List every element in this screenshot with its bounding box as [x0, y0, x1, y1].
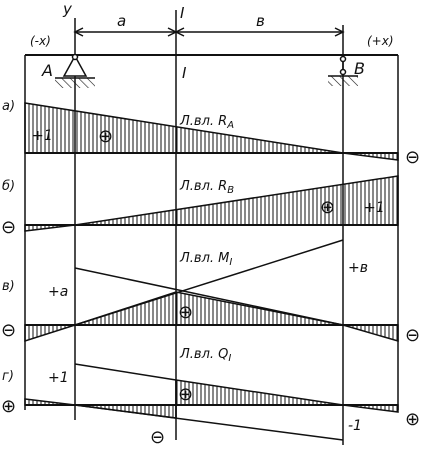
area-rb-negative — [24, 224, 76, 232]
title-mi-sub: I — [229, 257, 232, 268]
panel-label-b: б) — [2, 179, 15, 194]
value-qi-left: +1 — [48, 370, 69, 386]
qi-lower-line — [74, 404, 344, 441]
area-rb-positive — [74, 175, 399, 226]
mi-left-line — [74, 267, 344, 326]
dim-arrow-1 — [73, 27, 84, 37]
beam-scheme — [24, 10, 399, 445]
sign-qi-right: ⊕ — [405, 409, 420, 430]
qi-upper-line — [74, 363, 177, 381]
y-axis-label: y — [62, 0, 73, 18]
sign-mi-left: ⊖ — [1, 320, 16, 341]
value-qi-right: -1 — [348, 418, 362, 434]
title-ra-main: Л.вл. R — [179, 114, 227, 129]
header-labels: y a в I I (-x) (+x) A B — [30, 0, 394, 82]
sign-mi-right: ⊖ — [405, 325, 420, 346]
area-mi-neg-right — [342, 324, 399, 342]
area-ra-negative — [342, 152, 399, 161]
sign-rb-mid: ⊕ — [320, 197, 335, 218]
support-a-label: A — [41, 61, 53, 80]
sign-qi-bottom: ⊖ — [150, 427, 165, 448]
title-ra: Л.вл. RA — [179, 114, 234, 131]
area-qi-positive-right — [175, 379, 344, 406]
title-mi-main: Л.вл. M — [179, 251, 229, 266]
value-rb-right: +1 — [364, 200, 385, 216]
sign-qi-left: ⊕ — [1, 396, 16, 417]
panel-qi — [24, 363, 399, 441]
panel-label-d: г) — [2, 369, 14, 384]
panel-label-c: в) — [2, 279, 15, 294]
panel-rb — [24, 175, 399, 232]
title-qi: Л.вл. QI — [179, 347, 231, 364]
area-qi-neg-right — [342, 404, 399, 413]
title-rb-sub: B — [227, 185, 234, 196]
mi-right-line — [74, 239, 344, 326]
panel-ra — [24, 102, 399, 161]
sign-qi-mid: ⊕ — [178, 384, 193, 405]
support-b-icon — [328, 55, 358, 86]
value-mi-right: +в — [348, 260, 368, 276]
value-ra-left: +1 — [32, 128, 53, 144]
panel-mi — [24, 239, 399, 343]
a-span-label: a — [117, 12, 126, 30]
pos-x-label: (+x) — [367, 34, 394, 48]
sign-ra-mid: ⊕ — [98, 126, 113, 147]
title-rb: Л.вл. RB — [179, 179, 234, 196]
support-b-label: B — [354, 59, 365, 78]
section-label-mid: I — [182, 64, 187, 82]
title-qi-main: Л.вл. Q — [179, 347, 228, 362]
sign-mi-mid: ⊕ — [178, 302, 193, 323]
title-mi: Л.вл. MI — [179, 251, 232, 268]
neg-x-label: (-x) — [30, 34, 51, 48]
sign-ra-right: ⊖ — [405, 147, 420, 168]
support-a-icon — [62, 54, 88, 77]
b-span-label: в — [256, 12, 265, 30]
title-qi-sub: I — [228, 353, 231, 364]
section-label-top: I — [180, 4, 185, 22]
dim-arrow-3 — [174, 27, 185, 37]
area-qi-neg-left — [24, 398, 76, 406]
area-ra-positive — [24, 102, 344, 154]
area-mi-neg-left — [24, 324, 76, 343]
value-mi-left: +a — [48, 284, 68, 300]
panel-label-a: а) — [2, 99, 15, 114]
sign-rb-left: ⊖ — [1, 217, 16, 238]
title-ra-sub: A — [226, 120, 234, 131]
dim-arrow-4 — [334, 27, 345, 37]
title-rb-main: Л.вл. R — [179, 179, 227, 194]
